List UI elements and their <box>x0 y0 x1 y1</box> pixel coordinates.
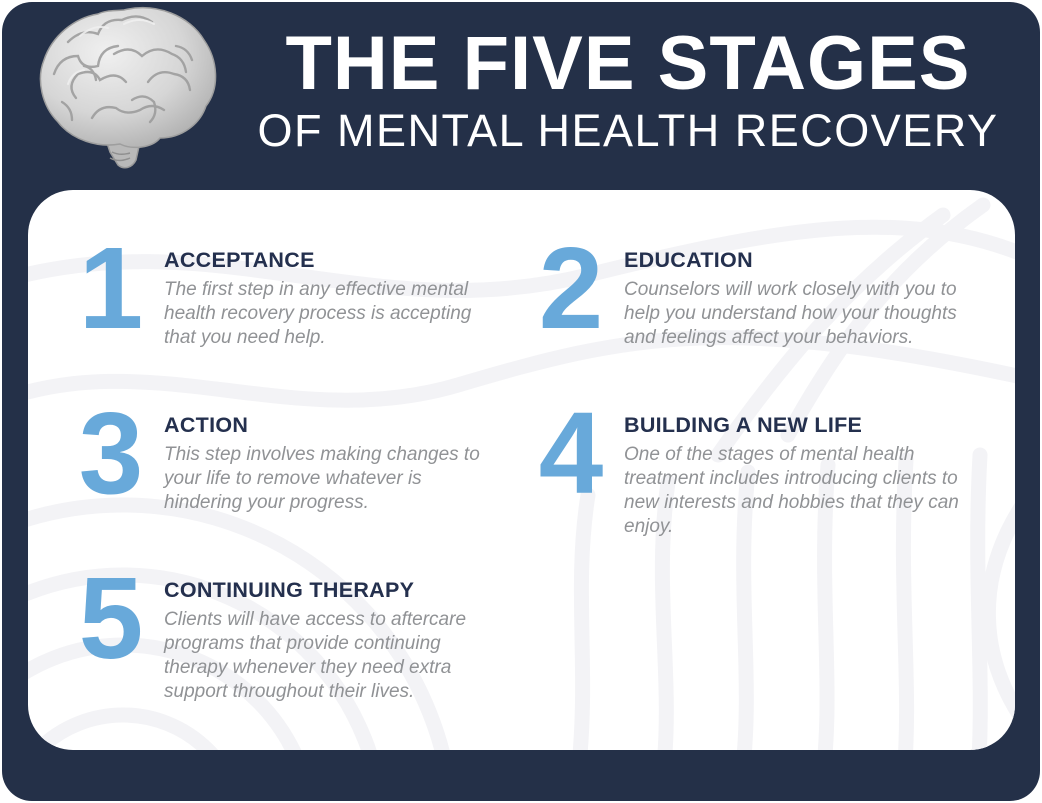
stage-5-title: CONTINUING THERAPY <box>164 578 415 602</box>
stage-2-description: Counselors will work closely with you to… <box>624 279 957 349</box>
stage-1-title: ACCEPTANCE <box>164 248 315 272</box>
page-title: THE FIVE STAGES <box>285 21 971 106</box>
stage-2-title: EDUCATION <box>624 248 753 272</box>
stage-5-text: CONTINUING THERAPY Clients will have acc… <box>164 572 494 705</box>
brain-image <box>39 6 217 169</box>
stage-1-description: The first step in any effective mental h… <box>164 279 472 349</box>
stage-3: 3 ACTION This step involves making chang… <box>75 388 482 518</box>
stage-5-description: Clients will have access to aftercare pr… <box>164 609 467 703</box>
header: THE FIVE STAGES OF MENTAL HEALTH RECOVER… <box>232 21 1024 156</box>
stage-3-text: ACTION This step involves making changes… <box>164 407 482 515</box>
stage-4: 4 BUILDING A NEW LIFE One of the stages … <box>533 388 982 540</box>
stage-3-description: This step involves making changes to you… <box>164 444 480 514</box>
stage-4-text: BUILDING A NEW LIFE One of the stages of… <box>624 407 982 540</box>
stage-1: 1 ACCEPTANCE The first step in any effec… <box>75 223 502 353</box>
stage-2: 2 EDUCATION Counselors will work closely… <box>533 223 982 353</box>
stage-2-number: 2 <box>538 223 604 353</box>
stage-1-text: ACCEPTANCE The first step in any effecti… <box>164 242 502 350</box>
content-card: 1 ACCEPTANCE The first step in any effec… <box>28 190 1015 750</box>
stage-2-text: EDUCATION Counselors will work closely w… <box>624 242 982 350</box>
stage-5: 5 CONTINUING THERAPY Clients will have a… <box>75 553 494 705</box>
page-subtitle: OF MENTAL HEALTH RECOVERY <box>257 105 999 156</box>
stage-4-title: BUILDING A NEW LIFE <box>624 413 863 437</box>
stage-4-description: One of the stages of mental health treat… <box>624 444 959 538</box>
stage-4-number: 4 <box>538 388 604 518</box>
contour-pattern-decoration <box>28 197 1015 750</box>
stage-1-number: 1 <box>78 223 144 353</box>
stage-3-number: 3 <box>78 388 144 518</box>
stage-5-number: 5 <box>78 553 144 683</box>
stage-3-title: ACTION <box>164 413 249 437</box>
